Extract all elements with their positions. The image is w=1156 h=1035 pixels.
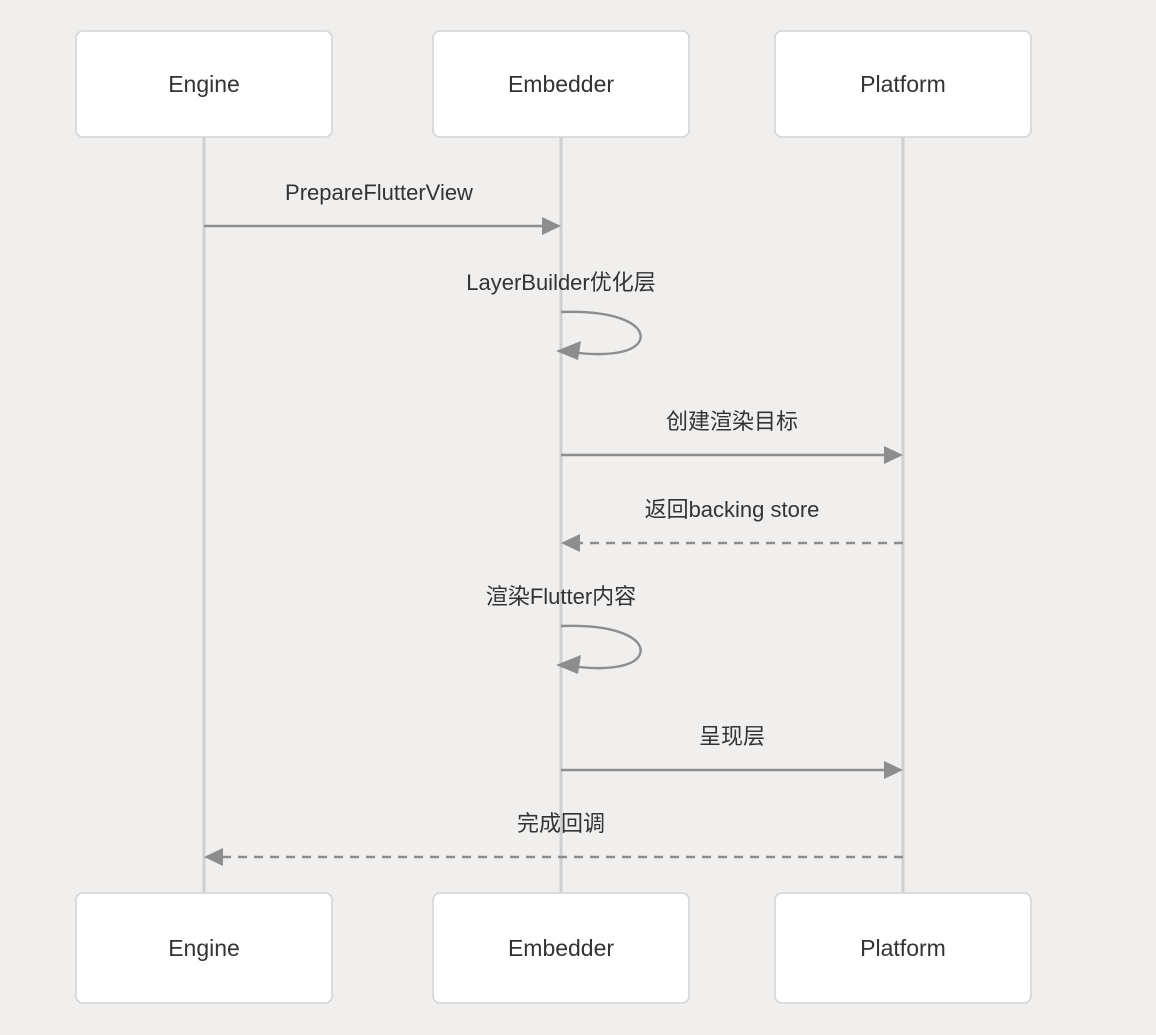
arrowhead-right-prepare-flutter-view <box>542 217 561 235</box>
message-present-layers[interactable]: 呈现层 <box>561 724 903 779</box>
actor-label-engine-bottom: Engine <box>168 935 240 961</box>
arrowhead-left-render-flutter-content <box>556 655 581 674</box>
message-create-render-target[interactable]: 创建渲染目标 <box>561 409 903 464</box>
message-completion-callback[interactable]: 完成回调 <box>204 811 903 866</box>
message-label-prepare-flutter-view: PrepareFlutterView <box>285 180 473 205</box>
actor-footer-platform[interactable]: Platform <box>774 892 1032 1004</box>
actor-label-embedder-top: Embedder <box>508 71 614 97</box>
message-label-create-render-target: 创建渲染目标 <box>666 409 798 434</box>
message-label-completion-callback: 完成回调 <box>517 811 605 836</box>
arrowhead-left-completion-callback <box>204 848 223 866</box>
arrowhead-left-return-backing-store <box>561 534 580 552</box>
message-label-layerbuilder-optimize: LayerBuilder优化层 <box>466 270 656 295</box>
actor-box-embedder-top[interactable] <box>432 30 690 138</box>
actor-label-engine-top: Engine <box>168 71 240 97</box>
arrowhead-left-layerbuilder-optimize <box>556 341 581 360</box>
message-loop-path-render-flutter-content <box>560 624 642 670</box>
message-prepare-flutter-view[interactable]: PrepareFlutterView <box>204 180 561 235</box>
arrowhead-right-create-render-target <box>884 446 903 464</box>
actor-box-engine-top[interactable] <box>75 30 333 138</box>
actor-box-platform-bottom[interactable] <box>774 892 1032 1004</box>
actor-header-engine[interactable]: Engine <box>75 30 333 138</box>
actor-footer-engine[interactable]: Engine <box>75 892 333 1004</box>
actor-box-embedder-bottom[interactable] <box>432 892 690 1004</box>
message-label-render-flutter-content: 渲染Flutter内容 <box>486 584 636 609</box>
actor-box-engine-bottom[interactable] <box>75 892 333 1004</box>
actor-box-platform-top[interactable] <box>774 30 1032 138</box>
actor-label-platform-top: Platform <box>860 71 946 97</box>
message-render-flutter-content[interactable]: 渲染Flutter内容 <box>486 584 642 674</box>
message-layerbuilder-optimize[interactable]: LayerBuilder优化层 <box>466 270 656 360</box>
actor-footer-embedder[interactable]: Embedder <box>432 892 690 1004</box>
lifeline-group <box>202 137 905 895</box>
message-return-backing-store[interactable]: 返回backing store <box>561 497 903 552</box>
actor-label-embedder-bottom: Embedder <box>508 935 614 961</box>
actor-header-embedder[interactable]: Embedder <box>432 30 690 138</box>
message-label-return-backing-store: 返回backing store <box>645 497 820 522</box>
actor-label-platform-bottom: Platform <box>860 935 946 961</box>
arrowhead-right-present-layers <box>884 761 903 779</box>
actor-header-platform[interactable]: Platform <box>774 30 1032 138</box>
message-label-present-layers: 呈现层 <box>699 724 765 749</box>
message-loop-path-layerbuilder-optimize <box>560 310 642 356</box>
